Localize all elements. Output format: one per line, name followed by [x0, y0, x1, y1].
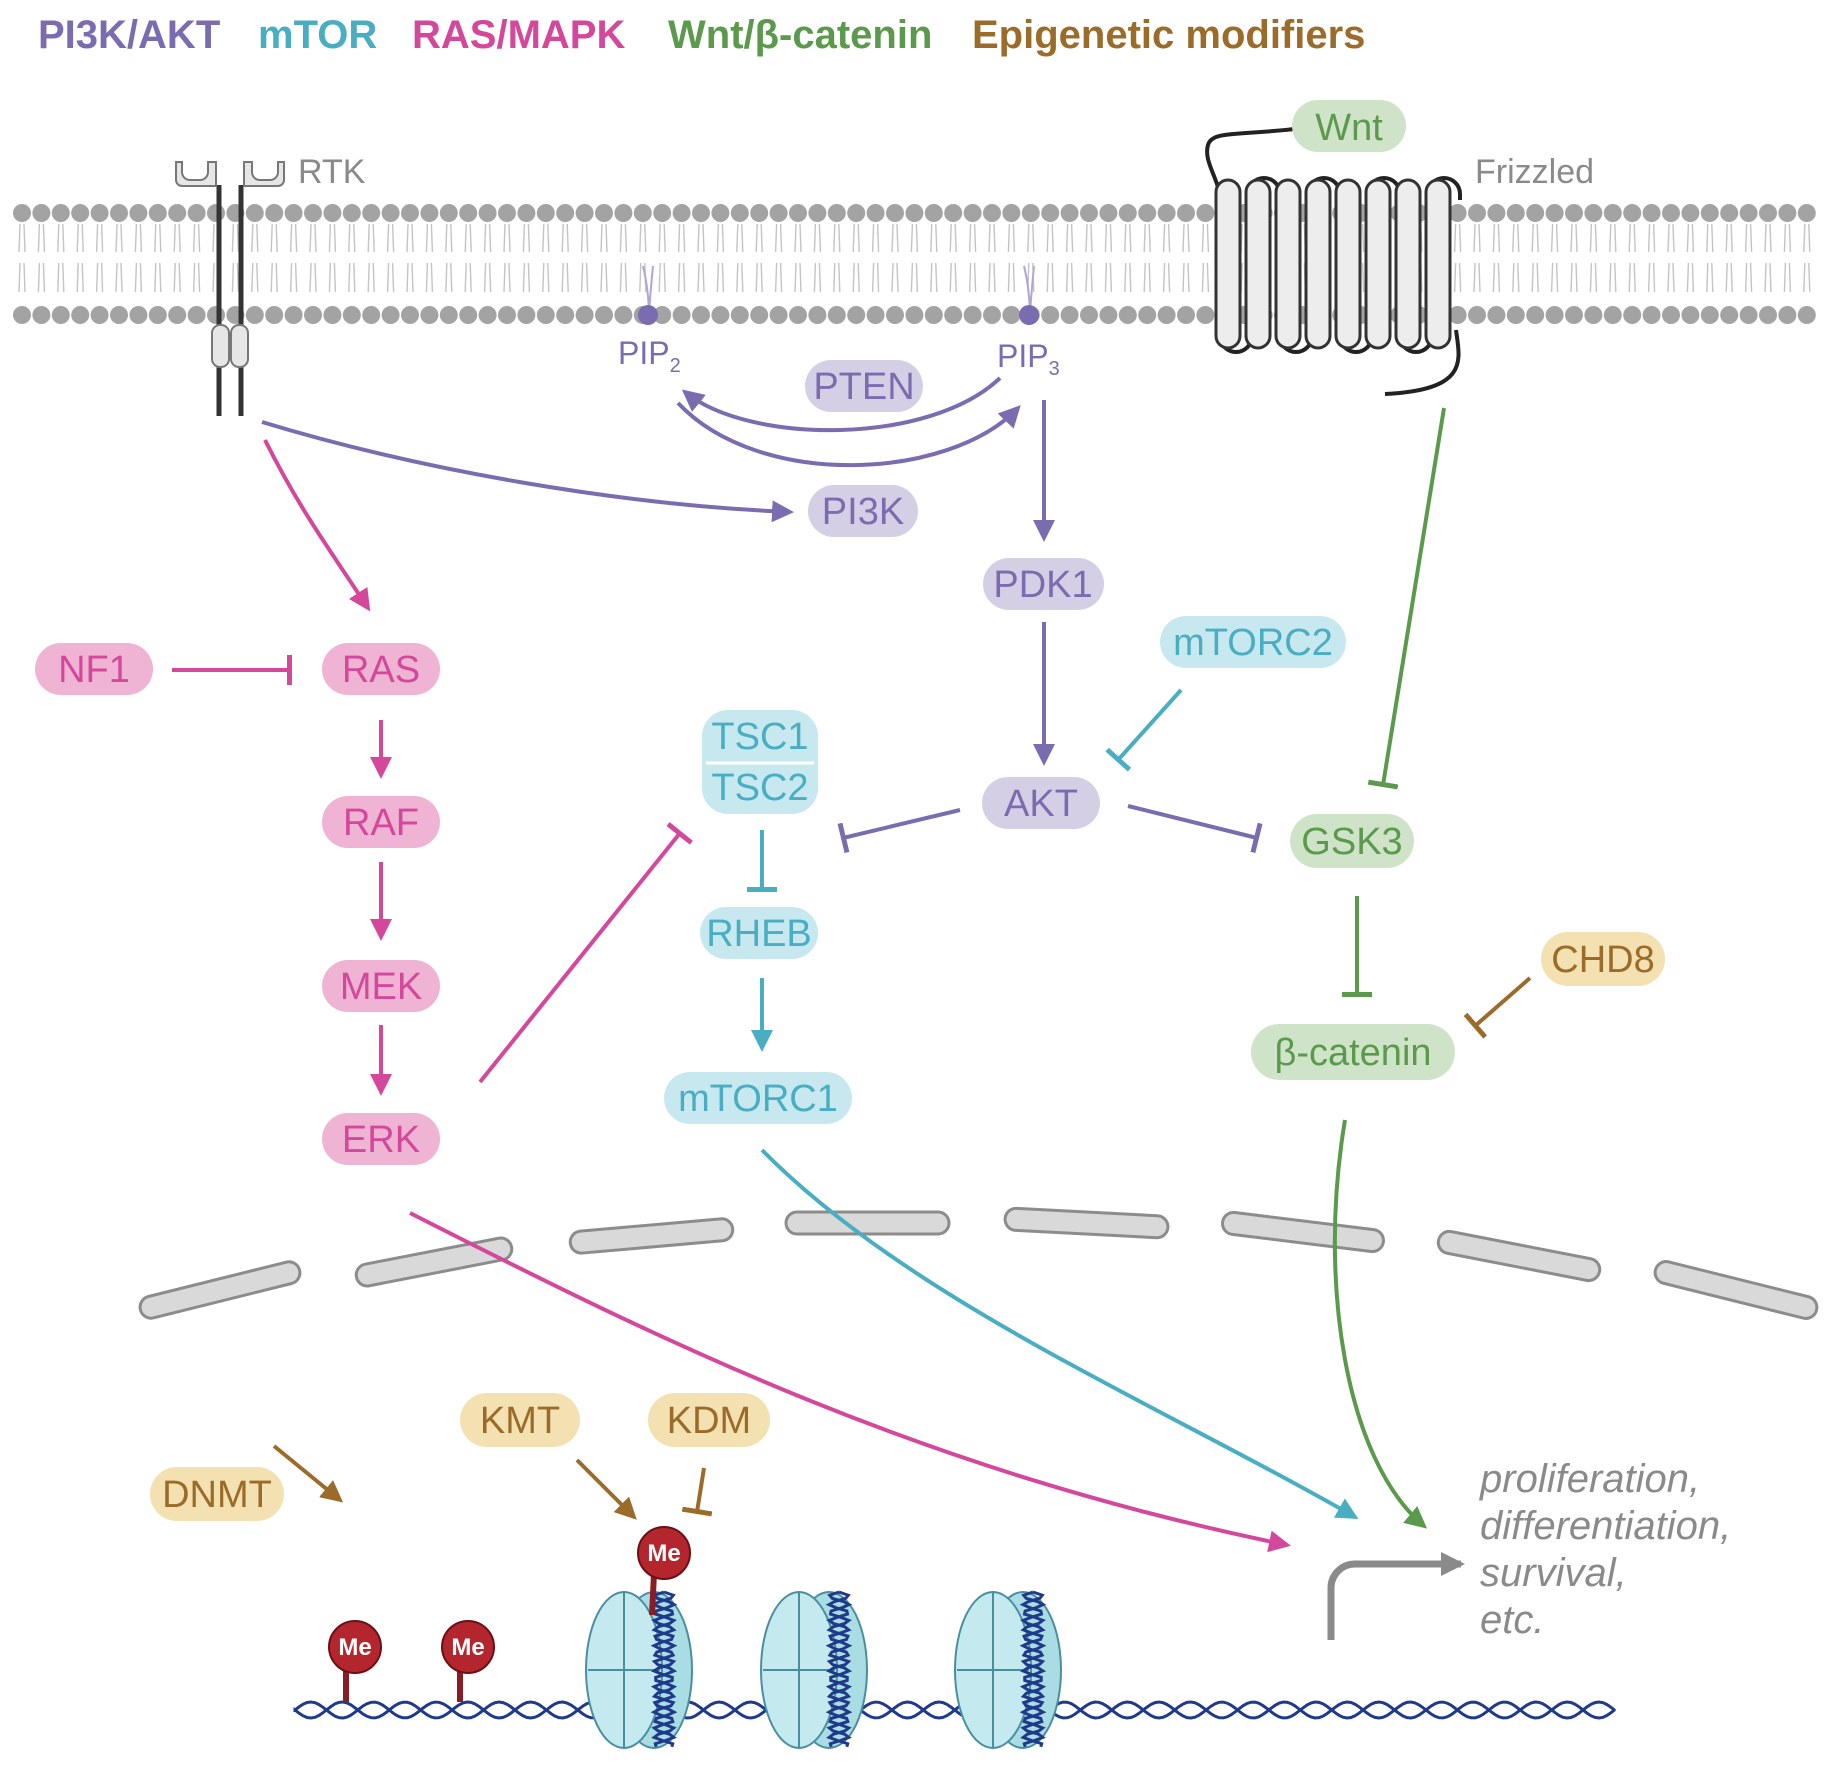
dna-strand [293, 1700, 1616, 1720]
methyl-dna-2: Me [451, 1634, 484, 1661]
node-nf1: NF1 [35, 643, 153, 695]
node-mek: MEK [322, 960, 440, 1012]
node-pdk1: PDK1 [983, 558, 1104, 610]
outcome-line-4: etc. [1480, 1598, 1544, 1642]
node-kmt: KMT [460, 1393, 580, 1447]
node-mtorc1: mTORC1 [664, 1072, 852, 1124]
node-akt: AKT [982, 777, 1100, 829]
pip-lipids: PIP2 PIP3 [618, 265, 1060, 380]
node-pten: PTEN [805, 360, 923, 412]
svg-text:ERK: ERK [342, 1119, 420, 1161]
svg-text:NF1: NF1 [58, 649, 130, 691]
node-kdm: KDM [648, 1393, 770, 1447]
node-gsk3: GSK3 [1290, 814, 1414, 868]
pip2-label: PIP2 [618, 335, 681, 377]
svg-text:RAS: RAS [342, 649, 420, 691]
node-raf: RAF [322, 796, 440, 848]
legend-ras-mapk: RAS/MAPK [412, 13, 625, 57]
pip3-label: PIP3 [997, 338, 1060, 380]
svg-text:KDM: KDM [667, 1400, 751, 1442]
node-pi3k: PI3K [808, 485, 918, 537]
node-tsc1: TSC1 [711, 716, 808, 758]
svg-text:KMT: KMT [480, 1400, 560, 1442]
node-tsc-complex: TSC1 TSC2 [702, 710, 818, 814]
wnt-ligand: Wnt [1315, 107, 1383, 149]
nucleosome-3 [954, 1590, 1062, 1749]
svg-text:RAF: RAF [343, 802, 419, 844]
nucleosome-1 [585, 1590, 693, 1749]
pathway-edges [172, 376, 1532, 1640]
node-tsc2: TSC2 [711, 767, 808, 809]
svg-text:PTEN: PTEN [813, 366, 914, 408]
svg-text:mTORC2: mTORC2 [1173, 622, 1333, 664]
outcome-line-2: differentiation, [1480, 1504, 1731, 1548]
svg-text:PI3K: PI3K [822, 491, 904, 533]
svg-text:mTORC1: mTORC1 [678, 1078, 838, 1120]
svg-text:RHEB: RHEB [706, 913, 812, 955]
cellular-outcomes: proliferation, differentiation, survival… [1479, 1457, 1731, 1642]
svg-text:PDK1: PDK1 [993, 564, 1092, 606]
legend-pi3k-akt: PI3K/AKT [38, 13, 220, 57]
pathway-nodes: PTEN PI3K PDK1 AKT mTORC2 TSC1 TSC2 RHEB… [35, 360, 1665, 1521]
nucleosomes [585, 1590, 1062, 1749]
frizzled-label: Frizzled [1475, 153, 1594, 191]
node-dnmt: DNMT [150, 1467, 284, 1521]
svg-text:DNMT: DNMT [162, 1474, 272, 1516]
methyl-marks: Me Me Me [328, 1526, 691, 1702]
rtk-receptor: RTK [175, 153, 366, 416]
node-erk: ERK [322, 1113, 440, 1165]
node-mtorc2: mTORC2 [1160, 616, 1346, 668]
legend-epigenetic: Epigenetic modifiers [972, 13, 1365, 57]
methyl-dna-1: Me [338, 1634, 371, 1661]
node-rheb: RHEB [700, 907, 818, 959]
rtk-label: RTK [298, 153, 366, 191]
outcome-line-1: proliferation, [1479, 1457, 1700, 1501]
legend-mtor: mTOR [258, 13, 377, 57]
svg-text:AKT: AKT [1004, 783, 1078, 825]
node-ras: RAS [322, 643, 440, 695]
svg-text:β-catenin: β-catenin [1274, 1032, 1431, 1074]
svg-text:CHD8: CHD8 [1551, 939, 1654, 981]
frizzled-receptor: Wnt Frizzled [1205, 100, 1594, 396]
legend: PI3K/AKT mTOR RAS/MAPK Wnt/β-catenin Epi… [38, 13, 1365, 57]
nuclear-envelope [138, 1206, 1819, 1320]
svg-text:MEK: MEK [340, 966, 422, 1008]
node-chd8: CHD8 [1541, 932, 1665, 986]
outcome-line-3: survival, [1480, 1551, 1627, 1595]
methyl-histone: Me [647, 1540, 680, 1567]
svg-text:GSK3: GSK3 [1301, 821, 1402, 863]
nucleosome-2 [760, 1590, 868, 1749]
legend-wnt: Wnt/β-catenin [668, 13, 932, 57]
node-beta-catenin: β-catenin [1251, 1024, 1455, 1080]
cell-membrane [13, 204, 1816, 324]
